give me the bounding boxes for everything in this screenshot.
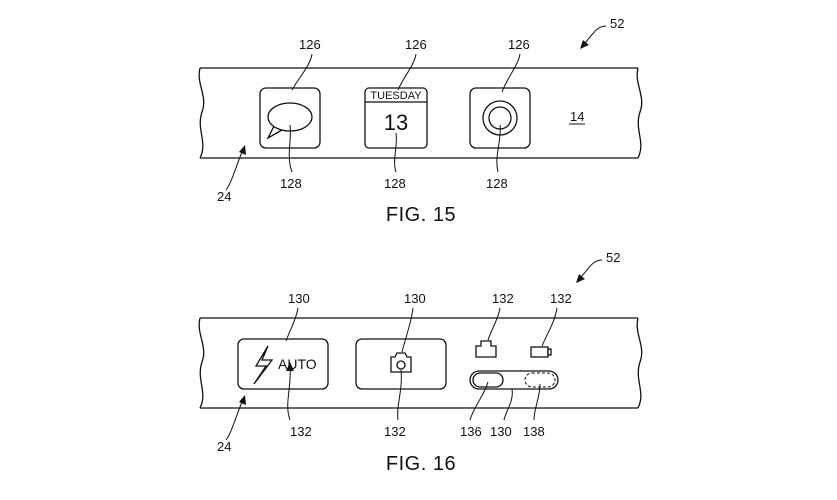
ref-14: 14	[570, 109, 584, 124]
ref-132-camera-leader	[397, 369, 402, 421]
camera-shutter-icon-box	[469, 87, 531, 149]
ref-130-camera-leader	[401, 307, 414, 353]
ref-24: 24	[217, 189, 231, 204]
figure-16: 52 AUTO 130 130 132 132	[198, 250, 643, 475]
ref-130-flash: 130	[288, 291, 310, 306]
device-band-left-break	[198, 67, 205, 159]
figure-15: 52 TUESDAY 13 14 126 126 126 128	[198, 16, 643, 226]
camera-icon	[390, 352, 412, 373]
ref-136-leader	[469, 381, 489, 421]
ref-24: 24	[217, 439, 231, 454]
ref-52-leader	[583, 25, 607, 45]
ref-52-arrowhead	[580, 40, 589, 49]
ref-132-flash-leader	[287, 365, 291, 421]
ref-132-camera: 132	[384, 424, 406, 439]
ref-24-leader	[225, 151, 243, 191]
ref-52: 52	[606, 250, 620, 265]
ref-126-shutter: 126	[508, 37, 530, 52]
ref-130-flash-leader	[285, 307, 299, 342]
flash-auto-label: AUTO	[278, 356, 317, 372]
calendar-day-label: TUESDAY	[370, 90, 422, 102]
ref-128-shutter: 128	[486, 176, 508, 191]
ref-128-message: 128	[280, 176, 302, 191]
camera-mode-icon	[475, 340, 497, 358]
ref-132-flash: 132	[290, 424, 312, 439]
ref-126-calendar-leader	[397, 53, 417, 91]
ref-138-dashed-knob: 138	[523, 424, 545, 439]
ref-132-video-leader	[541, 307, 558, 347]
ref-130-track-leader	[503, 388, 513, 421]
mode-toggle-track	[469, 370, 559, 390]
figure-15-caption: FIG. 15	[386, 204, 456, 226]
ref-132-camera-mode-leader	[487, 307, 501, 341]
ref-128-message-leader	[288, 124, 293, 173]
device-band-right-break	[636, 67, 643, 159]
ref-128-calendar-leader	[394, 132, 397, 173]
ref-138-leader	[533, 383, 541, 421]
ref-126-message-leader	[291, 53, 313, 91]
mode-toggle-knob	[472, 372, 504, 388]
ref-24-arrowhead	[239, 145, 246, 155]
figure-16-caption: FIG. 16	[386, 453, 456, 475]
ref-130-camera: 130	[404, 291, 426, 306]
ref-126-calendar: 126	[405, 37, 427, 52]
ref-52-arrowhead	[576, 274, 585, 283]
ref-24-leader	[225, 401, 243, 441]
video-camera-icon	[530, 346, 552, 358]
flash-auto-button	[237, 338, 329, 390]
ref-24-arrowhead	[239, 395, 246, 405]
ref-128-shutter-leader	[496, 124, 501, 173]
ref-132-camera-mode: 132	[492, 291, 514, 306]
ref-52-leader	[579, 259, 603, 279]
ref-126-message: 126	[299, 37, 321, 52]
ref-136-knob: 136	[460, 424, 482, 439]
device-band-left-break	[198, 317, 205, 409]
device-band-right-break	[636, 317, 643, 409]
ref-52: 52	[610, 16, 624, 31]
calendar-date-number: 13	[384, 110, 408, 135]
ref-132-flash-arrowhead	[286, 362, 294, 371]
ref-128-calendar: 128	[384, 176, 406, 191]
lightning-bolt-icon	[253, 345, 274, 385]
ref-130-track: 130	[490, 424, 512, 439]
ref-132-video: 132	[550, 291, 572, 306]
ref-126-shutter-leader	[501, 53, 521, 93]
